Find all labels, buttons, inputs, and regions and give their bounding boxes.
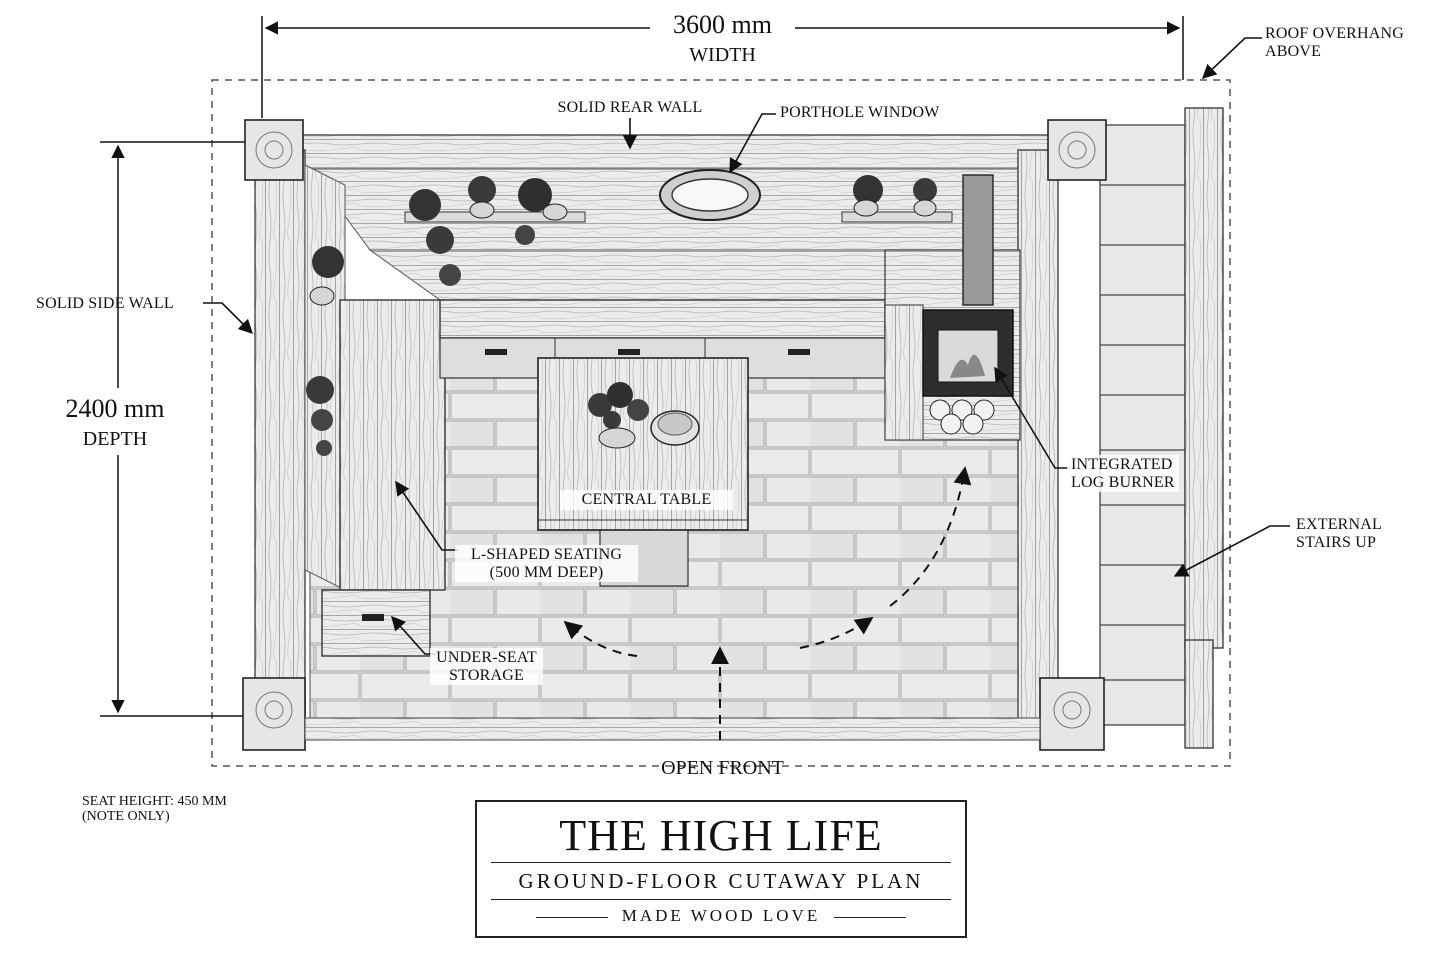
porthole-window-icon: [659, 169, 761, 221]
log-burner-label-line-1: INTEGRATED: [1071, 456, 1173, 473]
circulation-arrows: [563, 466, 972, 740]
under-seat-storage-drawer: [362, 614, 384, 621]
wall-plants-left-icon: [404, 176, 586, 286]
corner-post-rear-right: [1047, 119, 1107, 181]
external-stairs-label: EXTERNAL STAIRS UP: [1296, 516, 1382, 551]
table-bowl-icon: [650, 410, 700, 446]
porthole-window-label: PORTHOLE WINDOW: [780, 104, 940, 121]
log-burner-icon: [884, 174, 1021, 441]
width-dimension-line: [261, 16, 1184, 118]
width-dimension-label: WIDTH: [689, 44, 756, 66]
corner-post-front-left: [242, 677, 306, 751]
corner-post-front-right: [1039, 677, 1105, 751]
depth-dimension-line: [100, 141, 250, 717]
leader-lines: [203, 37, 1290, 655]
depth-dimension-label: DEPTH: [82, 428, 148, 450]
title-block: THE HIGH LIFE GROUND-FLOOR CUTAWAY PLAN …: [475, 800, 967, 938]
title-divider-bottom: [491, 899, 951, 900]
stairs-label-line-1: EXTERNAL: [1296, 516, 1383, 533]
note-only-text: (NOTE ONLY): [82, 809, 170, 825]
external-stairs: [1099, 107, 1224, 749]
l-shaped-seating: [321, 299, 886, 657]
seat-height-text: SEAT HEIGHT: 450 mm: [82, 794, 227, 809]
seat-height-note: SEAT HEIGHT: 450 mm (NOTE ONLY): [82, 794, 227, 825]
roof-overhang-label-line-2: ABOVE: [1265, 42, 1322, 60]
solid-rear-wall: [299, 134, 1061, 301]
seating-label-line-2: (500 mm DEEP): [489, 563, 604, 581]
solid-side-wall-label: SOLID SIDE WALL: [36, 295, 174, 312]
storage-label-line-2: STORAGE: [449, 666, 524, 684]
drawing-title: THE HIGH LIFE: [559, 811, 883, 860]
title-divider-top: [491, 862, 951, 863]
open-front-label: OPEN FRONT: [661, 757, 784, 779]
seating-label-line-1: L-SHAPED SEATING: [470, 546, 623, 563]
stairs-label-line-2: STAIRS UP: [1296, 533, 1377, 551]
brand-name: MADE WOOD LOVE: [477, 906, 965, 926]
roof-overhang-label: ROOF OVERHANG ABOVE: [1265, 25, 1404, 60]
roof-overhang-label-line-1: ROOF OVERHANG: [1265, 25, 1405, 42]
right-wall: [1017, 149, 1059, 721]
log-burner-label-line-2: LOG BURNER: [1071, 473, 1175, 491]
width-dimension-value: 3600 mm: [673, 10, 772, 39]
drawing-subtitle: GROUND-FLOOR CUTAWAY PLAN: [518, 869, 924, 893]
side-wall-plants-icon: [306, 246, 344, 456]
table-plant-pot-icon: [588, 382, 649, 449]
front-sill: [304, 717, 1041, 741]
roof-overhang-outline: [211, 79, 1231, 767]
central-table-label: CENTRAL TABLE: [560, 490, 733, 510]
corner-post-rear-left: [244, 119, 304, 181]
depth-dimension-value: 2400 mm: [65, 394, 165, 423]
under-seat-storage-label: UNDER-SEAT STORAGE: [430, 648, 543, 686]
storage-label-line-1: UNDER-SEAT: [436, 649, 537, 666]
l-shaped-seating-label: L-SHAPED SEATING (500 mm DEEP): [455, 545, 638, 583]
solid-rear-wall-label: SOLID REAR WALL: [557, 99, 703, 116]
integrated-log-burner-label: INTEGRATED LOG BURNER: [1067, 455, 1179, 493]
